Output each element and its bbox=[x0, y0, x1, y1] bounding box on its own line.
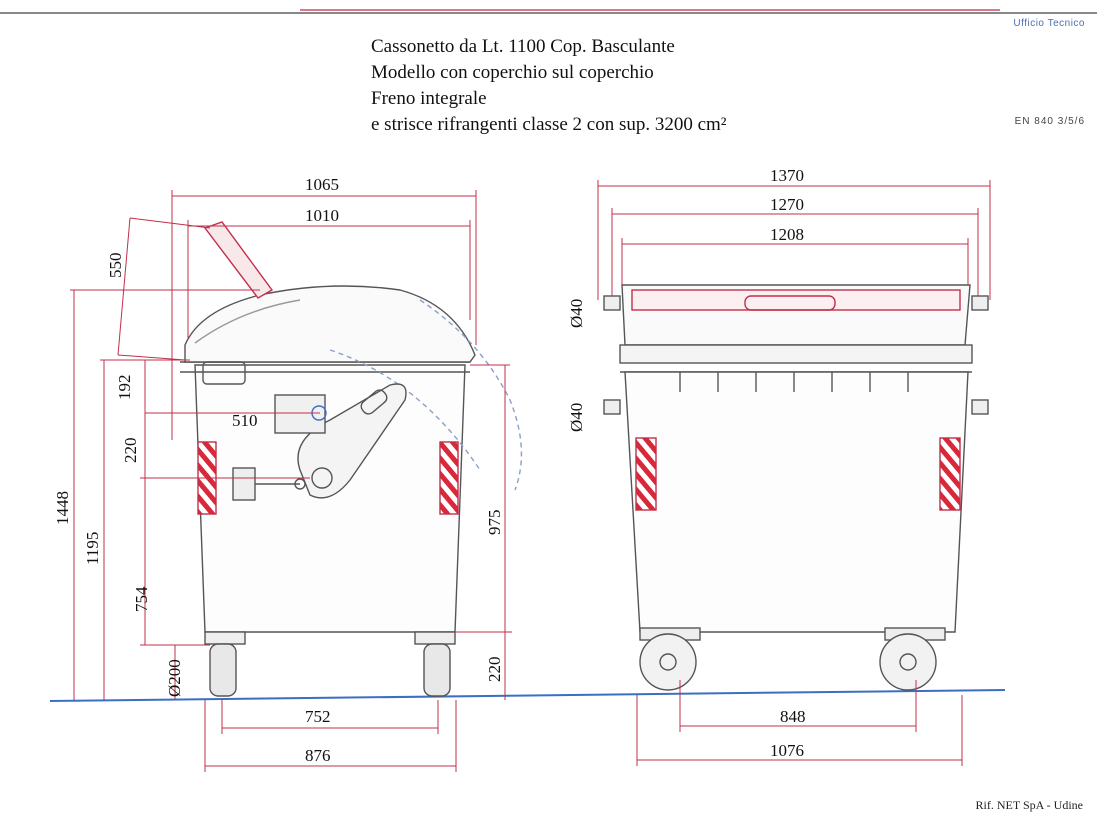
dim-front-848: 848 bbox=[780, 707, 806, 726]
reference-footer: Rif. NET SpA - Udine bbox=[975, 798, 1083, 812]
dim-front-pin-bottom: Ø40 bbox=[567, 403, 586, 432]
dim-side-1195: 1195 bbox=[83, 532, 102, 565]
title-line-4: e strisce rifrangenti classe 2 con sup. … bbox=[371, 114, 727, 135]
dim-side-754: 754 bbox=[132, 586, 151, 612]
front-pin-bottom-right bbox=[971, 399, 989, 415]
front-wheel-right bbox=[879, 633, 937, 691]
dim-side-wheel: Ø200 bbox=[165, 659, 184, 697]
title-line-2: Modello con coperchio sul coperchio bbox=[371, 62, 654, 83]
drawing-title: Cassonetto da Lt. 1100 Cop. Basculante M… bbox=[371, 34, 727, 138]
office-label: Ufficio Tecnico bbox=[1013, 18, 1085, 29]
dim-front-1270: 1270 bbox=[770, 195, 804, 214]
front-wheel-left bbox=[639, 633, 697, 691]
front-view bbox=[603, 284, 989, 691]
dim-side-975: 975 bbox=[485, 510, 504, 536]
dim-front-pin-top: Ø40 bbox=[567, 299, 586, 328]
side-small-lid bbox=[203, 221, 274, 299]
ground-line bbox=[49, 689, 1006, 702]
dim-side-1065: 1065 bbox=[305, 175, 339, 194]
front-pin-top-right bbox=[971, 295, 989, 311]
dim-side-220: 220 bbox=[121, 438, 140, 464]
title-line-1: Cassonetto da Lt. 1100 Cop. Basculante bbox=[371, 36, 675, 57]
dim-side-510: 510 bbox=[232, 411, 258, 430]
side-view bbox=[180, 221, 523, 697]
dim-side-1010: 1010 bbox=[305, 206, 339, 225]
side-dimensions bbox=[70, 190, 512, 772]
side-lid bbox=[184, 285, 476, 363]
norm-label: EN 840 3/5/6 bbox=[1014, 116, 1085, 127]
front-body bbox=[624, 371, 969, 633]
front-pin-top-left bbox=[603, 295, 621, 311]
front-lid-handle bbox=[744, 295, 836, 311]
header-rule bbox=[0, 9, 1097, 14]
side-lifting-arm bbox=[297, 383, 407, 499]
dim-front-1208: 1208 bbox=[770, 225, 804, 244]
side-reflective-stripe-right bbox=[439, 441, 459, 515]
front-dimensions bbox=[597, 180, 991, 766]
side-wheel-right bbox=[423, 643, 451, 697]
front-reflective-stripe-right bbox=[939, 437, 961, 511]
dim-front-1370: 1370 bbox=[770, 166, 804, 185]
front-small-lid bbox=[631, 289, 961, 311]
side-wheel-left bbox=[209, 643, 237, 697]
dim-side-550: 550 bbox=[106, 253, 125, 279]
dim-side-1448: 1448 bbox=[53, 491, 72, 525]
front-pin-bottom-left bbox=[603, 399, 621, 415]
dim-side-192: 192 bbox=[115, 375, 134, 401]
front-reflective-stripe-left bbox=[635, 437, 657, 511]
dim-side-axle-220: 220 bbox=[485, 657, 504, 683]
dim-front-1076: 1076 bbox=[770, 741, 804, 760]
dim-side-752: 752 bbox=[305, 707, 331, 726]
dim-side-876: 876 bbox=[305, 746, 331, 765]
title-line-3: Freno integrale bbox=[371, 88, 487, 109]
